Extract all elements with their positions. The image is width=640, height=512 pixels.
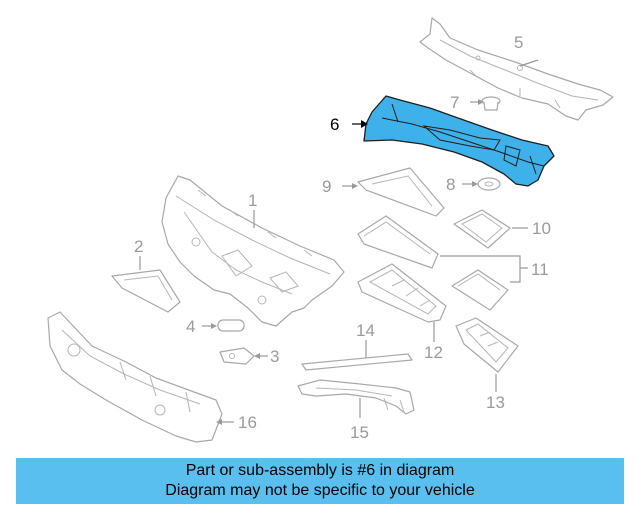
callout-6: 6 [330,115,339,134]
banner-line-2: Diagram may not be specific to your vehi… [165,482,475,499]
callout-15: 15 [350,423,369,442]
callout-11: 11 [531,260,549,279]
part-10-filter [453,209,511,249]
callout-1: 1 [248,191,257,210]
part-15-reinforcement [297,379,415,415]
part-4-clip [217,319,245,332]
leader-5 [519,59,539,67]
part-7-fastener [481,96,501,111]
callout-14: 14 [356,321,375,340]
callout-5: 5 [514,33,523,52]
callout-3: 3 [270,347,279,366]
leader-11 [440,255,528,283]
callout-10: 10 [532,219,551,238]
part-9-filter [357,167,445,217]
callout-9: 9 [322,177,331,196]
part-16-firewall-insulator [47,311,223,443]
part-11-filter-left [357,215,439,269]
callout-16: 16 [238,413,257,432]
callout-8: 8 [446,175,455,194]
part-8-grommet [477,177,501,191]
part-13-cover [455,317,519,373]
part-3-bracket [219,347,255,365]
part-6-highlighted-cowl-cover [363,95,555,187]
part-5-cowl-panel [419,17,614,121]
part-11-filter-right [451,269,509,311]
callout-4: 4 [186,317,195,336]
callout-13: 13 [486,393,505,412]
part-1-dash-panel [161,175,345,327]
banner-line-1: Part or sub-assembly is #6 in diagram [185,462,455,479]
parts-diagram: 5 7 6 8 9 10 [47,17,614,443]
callout-7: 7 [450,93,459,112]
part-14-seal-strip [301,353,413,371]
info-banner: Part or sub-assembly is #6 in diagram Di… [16,458,624,504]
part-12-filter-housing [357,263,447,323]
callout-2: 2 [134,237,143,256]
callout-12: 12 [424,343,443,362]
part-2-bracket [111,269,181,313]
